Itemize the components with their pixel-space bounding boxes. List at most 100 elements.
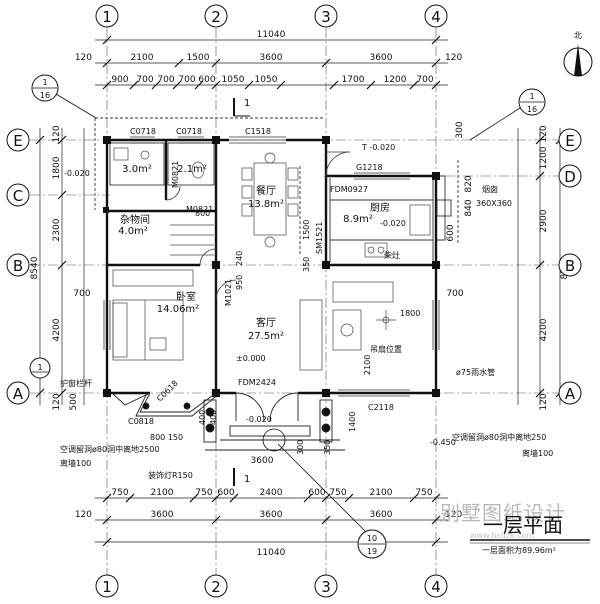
window-code: C0718: [176, 127, 202, 136]
room-name-kitchen: 厨房: [370, 201, 390, 214]
window-code: C0818: [128, 417, 154, 426]
note-chimney-size: 360X360: [476, 199, 512, 208]
note-ac-left: 空调留洞ø80洞中离地2500: [60, 444, 159, 454]
callout-den: 16: [527, 105, 537, 114]
dim-edge: 120: [539, 125, 549, 142]
dim-value: 840: [464, 199, 474, 216]
level-mark: T -0.020: [361, 143, 395, 152]
dim-value: 2300: [52, 218, 62, 241]
axis-label-row: A: [565, 385, 576, 403]
dim-value: 750: [195, 488, 212, 498]
room-area-wc2: 2.1m²: [177, 164, 207, 175]
watermark-url: www.bsdzk.com: [470, 531, 534, 540]
dim-value: 500: [69, 393, 79, 410]
note-win-dims: 800 150: [150, 433, 183, 442]
room-area-dining: 13.8m²: [248, 199, 284, 210]
entrance: [203, 392, 345, 451]
dim-edge: 120: [539, 393, 549, 410]
room-area-storage: 4.0m²: [118, 226, 148, 237]
doors: [165, 151, 351, 301]
dim-value: 4200: [52, 318, 62, 341]
watermark-text: 别墅图纸设计: [440, 501, 566, 525]
note-rail: 护窗栏杆: [60, 378, 92, 388]
axis-bubble-left: [6, 128, 30, 405]
axis-label-col: 3: [321, 578, 331, 596]
axis-bubble-right: [558, 128, 582, 405]
window-code: C0618: [155, 379, 180, 404]
dim-value: 3600: [151, 510, 174, 520]
dim-value: 1200: [384, 75, 407, 85]
room-labels: 餐厅 13.8m² 厨房 8.9m² 杂物间 4.0m² 卧室 14.06m² …: [118, 164, 390, 342]
room-name-living: 客厅: [256, 316, 276, 329]
walls: [105, 138, 438, 395]
dimension-text: 11040 120 120 2100 1500 3600 3600 900 70…: [75, 30, 463, 558]
note-dim: 350: [302, 257, 311, 272]
level-mark: ±0.000: [236, 354, 266, 363]
note-ac-left: 离墙100: [60, 458, 91, 468]
note-dim: 1400: [348, 412, 357, 432]
axis-label-col: 4: [431, 8, 441, 26]
axis-label-row: B: [13, 257, 23, 275]
dimension-ticks: [35, 35, 565, 547]
axis-label-col: 1: [102, 578, 112, 596]
room-name-dining: 餐厅: [256, 184, 276, 197]
callout-num: 1: [37, 363, 42, 372]
level-marks: T -0.020 -0.020 -0.020 ±0.000 -0.020 -0.…: [64, 143, 456, 447]
detail-callouts: 1 16 1 16 10 19 1 1 1: [29, 74, 546, 559]
room-area-bedroom: 14.06m²: [157, 304, 199, 315]
door-code: FDM2424: [238, 378, 276, 387]
dim-value: 2100: [370, 488, 393, 498]
note-rain-pipe: ø75雨水管: [456, 367, 495, 377]
window-code: G1218: [356, 163, 383, 172]
axis-bubble-top: [95, 4, 448, 28]
dim-value: 750: [329, 488, 346, 498]
note-fan: 吊扇位置: [370, 344, 402, 354]
dim-value: 2100: [131, 53, 154, 63]
note-dim: 1500: [302, 220, 311, 240]
window-code: C2118: [368, 403, 394, 412]
door-code: M1021: [224, 279, 233, 306]
dimension-lines: [39, 39, 561, 543]
room-name-storage: 杂物间: [120, 213, 150, 226]
title-name: 一层平面: [483, 513, 563, 537]
axis-label-row: D: [564, 168, 576, 186]
dim-value: 3600: [260, 53, 283, 63]
note-lamp: 装饰灯R150: [148, 470, 193, 480]
north-arrow: 北: [563, 31, 593, 77]
note-col-dim: 400: [209, 410, 218, 425]
dim-total-top: 11040: [257, 30, 286, 40]
room-area-living: 27.5m²: [248, 331, 284, 342]
watermark: 别墅图纸设计 www.bsdzk.com: [440, 501, 566, 540]
axis-label-col: 4: [431, 578, 441, 596]
dim-value: 900: [111, 75, 128, 85]
dim-value: 1700: [342, 75, 365, 85]
axis-label-col: 1: [102, 8, 112, 26]
door-code: M0821: [171, 161, 180, 188]
dim-value: 300: [455, 121, 465, 138]
dim-value: 3600: [370, 53, 393, 63]
dim-value: 1050: [222, 75, 245, 85]
room-area-wc1: 3.0m²: [122, 164, 152, 175]
dim-value: 600: [308, 488, 325, 498]
callout-den: 19: [367, 547, 377, 556]
dim-value: 1800: [52, 156, 62, 179]
dim-value: 600: [217, 488, 234, 498]
note-dim: 800: [195, 209, 210, 218]
furniture: [112, 147, 431, 371]
note-col-dim: 400: [198, 410, 207, 425]
dim-value: 3600: [370, 510, 393, 520]
axis-label-row: B: [565, 257, 575, 275]
dim-value: 700: [416, 75, 433, 85]
door-code: FDM0927: [330, 185, 368, 194]
dim-total-bottom: 11040: [257, 548, 286, 558]
section-mark: 1: [244, 474, 250, 485]
note-stove: 柴灶: [384, 250, 400, 260]
window-code: C0718: [130, 127, 156, 136]
annotations: 烟囱 360X360 柴灶 吊扇位置 1800 2100 ø75雨水管 空调留洞…: [60, 184, 553, 480]
dim-value: 1200: [539, 146, 549, 169]
dim-value: 3600: [260, 510, 283, 520]
door-code: SM1521: [315, 222, 324, 254]
dim-value: 700: [136, 75, 153, 85]
north-label: 北: [574, 31, 582, 40]
